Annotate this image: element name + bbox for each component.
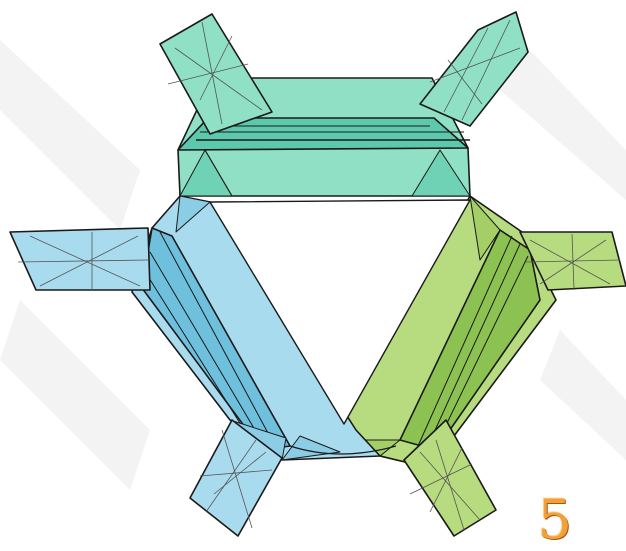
top-left-flap <box>160 14 272 134</box>
step-number: 5 <box>538 493 572 547</box>
top-unit <box>160 12 528 196</box>
top-right-flap <box>420 12 528 126</box>
